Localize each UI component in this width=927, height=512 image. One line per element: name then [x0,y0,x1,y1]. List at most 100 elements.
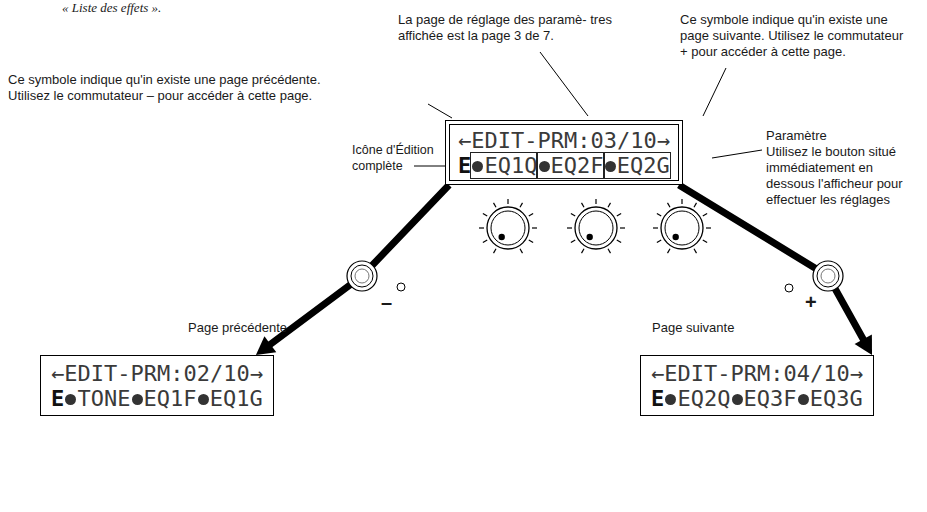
caption-text: Page suivante [652,320,734,336]
knob-tick [694,249,697,253]
lcd-row: ←EDIT-PRM:03/10→ [458,128,670,153]
parameter-slot: EQ2Q [664,386,730,411]
knob-tick [507,199,508,204]
led [785,284,793,292]
parameter-slot: EQ2F [537,153,603,178]
knob-pointer [586,234,592,240]
knob-tick [668,203,671,207]
lcd-row: E EQ1Q EQ2F EQ2G [458,153,670,178]
parameter-name: EQ1F [144,386,197,411]
knob [567,199,625,253]
knob-icon [665,394,676,405]
footswitch [813,261,843,291]
parameter-slot: EQ1G [197,386,263,411]
knob [653,199,711,253]
knob-pointer [672,234,678,240]
switch-sign: – [381,292,392,312]
knob-body [661,207,703,249]
callout-text: Ce symbole indique qu'in existe une page… [8,72,321,88]
lcd-header: ←EDIT-PRM:02/10→ [51,361,263,386]
knob-ring [665,211,699,245]
parameter-name: EQ2G [617,153,670,178]
knob-icon [132,394,143,405]
knob-icon [65,394,76,405]
knob-icon [539,161,550,172]
knob-tick [483,240,487,243]
lcd-row: ←EDIT-PRM:02/10→ [51,361,263,386]
note-text: « Liste des effets ». [62,0,161,16]
lcd-row: E EQ2Q EQ3F EQ3G [651,386,863,411]
edit-icon: E [651,386,664,411]
lcd-display: ←EDIT-PRM:02/10→E TONE EQ1F EQ1G [40,355,274,416]
knob-tick [681,199,682,204]
knob-tick [494,249,497,253]
knob-tick [608,249,611,253]
parameter-name: EQ2F [551,153,604,178]
arrow-head [256,336,276,355]
knob-tick [657,240,661,243]
knob [479,199,537,253]
callout-text: Utilisez le commutateur – pour accéder à… [8,88,312,104]
lcd-row: ←EDIT-PRM:04/10→ [651,361,863,386]
knob-icon [798,394,809,405]
leader-line [712,150,762,158]
lcd-display: ←EDIT-PRM:03/10→E EQ1Q EQ2F EQ2G [445,120,683,185]
knob-tick [571,214,575,217]
parameter-slot: EQ3G [797,386,863,411]
parameter-slot: TONE [64,386,130,411]
parameter-name: TONE [77,386,130,411]
arrow-shaft [679,185,864,341]
leader-line [540,52,588,116]
knob-tick [706,227,711,228]
footswitch [347,261,377,291]
knob-body [575,207,617,249]
lcd-display: ←EDIT-PRM:04/10→E EQ2Q EQ3F EQ3G [640,355,874,416]
lcd-header: ←EDIT-PRM:04/10→ [651,361,863,386]
parameter-slot: EQ3F [730,386,796,411]
knob-tick [494,203,497,207]
knob-tick [529,240,533,243]
knob-tick [567,227,572,228]
knob-ring [579,211,613,245]
knob-pointer [498,234,504,240]
parameter-name: EQ3G [810,386,863,411]
knob-tick [617,214,621,217]
callout-text: Ce symbole indique qu'in existe une page… [680,12,908,60]
knob-tick [608,203,611,207]
knob-tick [520,203,523,207]
knob-tick [595,199,596,204]
callout-text: Utilisez le bouton situé immédiatement e… [766,144,918,208]
knob-body [487,207,529,249]
arrow-shaft [269,185,449,345]
parameter-name: EQ3F [744,386,797,411]
leader-line [428,104,452,118]
knob-tick [571,240,575,243]
parameter-slot: EQ1Q [471,153,537,178]
knob-tick [520,249,523,253]
knob-tick [582,203,585,207]
knob-icon [605,161,616,172]
knob-icon [732,394,743,405]
knob-tick [617,240,621,243]
knob-tick [653,227,658,228]
leader-line [703,68,726,116]
knob-tick [479,227,484,228]
parameter-name: EQ1Q [484,153,537,178]
leader-lines [414,52,762,166]
edit-icon: E [51,386,64,411]
knob-tick [532,227,537,228]
knob-tick [657,214,661,217]
knob-group [479,199,711,253]
knob-tick [703,214,707,217]
arrow-head [855,334,872,355]
parameter-name: EQ2Q [677,386,730,411]
knob-tick [620,227,625,228]
knob-tick [483,214,487,217]
knob-tick [582,249,585,253]
callout-text: Icône d'Édition complète [352,142,444,174]
edit-icon: E [458,153,471,178]
callout-text: La page de réglage des paramè- tres affi… [398,12,622,44]
switch-sign: + [805,292,817,312]
parameter-name: EQ1G [210,386,263,411]
